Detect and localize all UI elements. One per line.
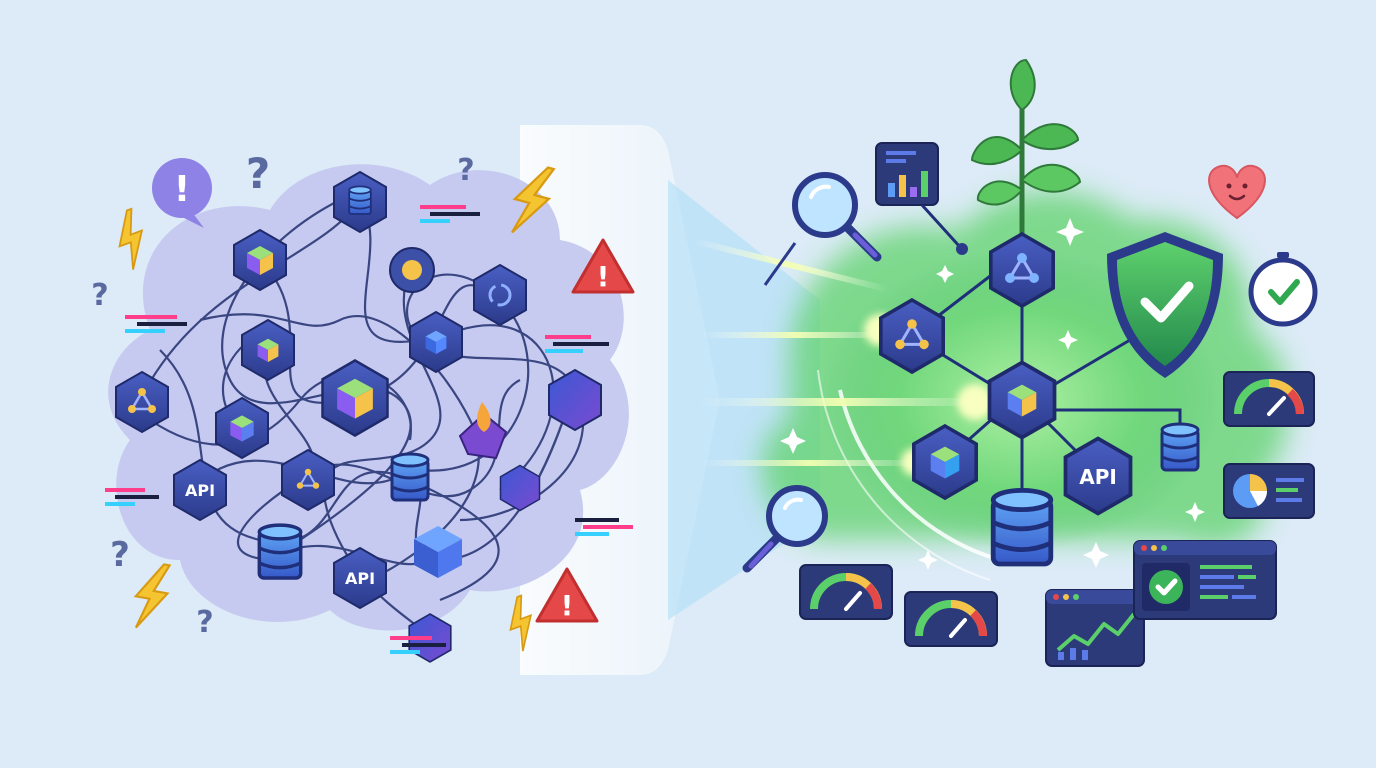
magnifier-icon [742, 485, 828, 573]
warning-triangle-icon: ! [535, 567, 599, 623]
sync-node [473, 264, 527, 326]
api-node: API [173, 459, 227, 521]
cube-node [409, 311, 463, 373]
plant-icon [970, 58, 1082, 240]
gauge-icon [799, 564, 893, 620]
svg-text:!: ! [174, 169, 190, 210]
api-node: API [333, 547, 387, 609]
question-icon: ? [91, 278, 108, 313]
question-icon: ? [457, 153, 474, 188]
shield-check-icon [1107, 232, 1223, 378]
sync-icon [488, 283, 512, 307]
database-node [390, 452, 430, 502]
exclamation-bubble-icon: ! [152, 158, 212, 228]
database-node [993, 490, 1051, 564]
svg-text:!: ! [597, 260, 610, 293]
cube-node [911, 424, 979, 500]
gauge-icon [1223, 371, 1315, 427]
database-node [1160, 422, 1200, 472]
database-node [257, 523, 303, 580]
gauge-cards [799, 371, 1315, 647]
clock-check-icon [1248, 252, 1318, 327]
question-icon: ? [110, 535, 130, 575]
cube-node [215, 397, 269, 459]
cube-node [414, 526, 462, 578]
gauge-icon [904, 591, 998, 647]
question-icon: ? [196, 605, 213, 640]
api-label: API [345, 569, 375, 588]
pie-chart-icon [1223, 463, 1315, 519]
flame-node [458, 402, 508, 460]
glitch-marks [105, 205, 633, 654]
network-node [878, 298, 946, 374]
chaos-decorations: ! ? ? ? ? ? ! ! [91, 149, 635, 654]
heart-icon [1208, 164, 1266, 220]
flame-icon [477, 402, 491, 432]
question-icon: ? [246, 149, 270, 198]
api-node: API [1063, 436, 1133, 516]
warning-triangle-icon: ! [571, 238, 635, 294]
gear-icon [402, 260, 422, 280]
chaos-nodes: API API [115, 171, 602, 663]
dashboard-icon [1133, 540, 1277, 620]
bar-chart-icon [875, 142, 968, 255]
light-beams [692, 237, 993, 476]
api-label: API [185, 481, 215, 500]
gear-node [389, 247, 435, 293]
magnifier-icon [763, 172, 882, 286]
cube-node [987, 360, 1057, 440]
api-label: API [1079, 465, 1117, 489]
healthy-nodes: API [878, 232, 1200, 564]
sparkles [780, 218, 1205, 570]
line-chart-icon [1045, 589, 1145, 667]
svg-text:!: ! [561, 589, 574, 622]
network-node [988, 232, 1055, 308]
